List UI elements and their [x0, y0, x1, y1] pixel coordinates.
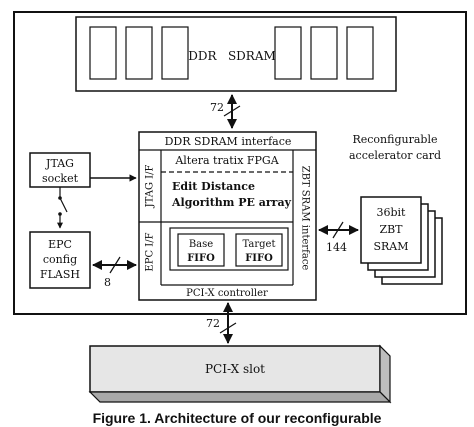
epc-config-flash — [29, 231, 91, 289]
jtag-socket — [29, 152, 91, 188]
zbt-line1: 36bit — [377, 206, 407, 219]
epc-if-label: EPC I/F — [145, 232, 156, 271]
zbt-sram-interface-label: ZBT SRAM interface — [300, 166, 311, 271]
epc-line2: config — [43, 253, 77, 266]
jtag-socket-line2: socket — [42, 172, 79, 185]
target-fifo — [235, 233, 283, 267]
pci-x-slot-label: PCI-X slot — [205, 362, 265, 376]
zbt-sram-stack: 36bit ZBT SRAM — [360, 196, 443, 285]
jtag-socket-line1: JTAG — [45, 157, 74, 170]
figure-caption: Figure 1. Architecture of our reconfigur… — [92, 410, 382, 426]
pe-array-label-line1: Edit Distance — [172, 180, 255, 193]
fpga-chip — [138, 131, 317, 301]
card-label-line1: Reconfigurable — [352, 133, 437, 146]
zbt-line3: SRAM — [373, 240, 408, 253]
zbt-bus-width: 144 — [326, 241, 347, 254]
dram-chip — [274, 26, 302, 80]
base-fifo — [177, 233, 225, 267]
pci-x-controller-label: PCI-X controller — [186, 288, 268, 299]
dram-chip — [125, 26, 153, 80]
base-fifo-line1: Base — [189, 239, 213, 250]
ddr-sdram-label: DDR SDRAM — [188, 49, 276, 63]
target-fifo-line2: FIFO — [245, 253, 273, 264]
zbt-line2: ZBT — [379, 223, 403, 236]
epc-bus-arrow: 8 — [92, 256, 137, 289]
epc-line3: FLASH — [40, 268, 80, 281]
dram-chip — [161, 26, 189, 80]
epc-bus-width: 8 — [104, 276, 111, 289]
pci-bus-arrow: 72 — [206, 302, 237, 344]
pe-array-label-line2: Algorithm PE array — [171, 196, 292, 209]
pci-bus-width: 72 — [206, 317, 220, 330]
fpga-title: Altera tratix FPGA — [174, 154, 279, 167]
pci-x-slot: PCI-X slot — [88, 344, 392, 404]
ddr-sdram-module: DDR SDRAM — [75, 16, 397, 92]
dram-chip — [346, 26, 374, 80]
jtag-if-label: JTAG I/F — [145, 165, 156, 209]
jtag-epc-switch — [57, 187, 68, 229]
target-fifo-line1: Target — [243, 239, 276, 250]
zbt-bus-arrow: 144 — [318, 221, 359, 254]
dram-chip — [310, 26, 338, 80]
ddr-bus-width: 72 — [210, 101, 224, 114]
ddr-sdram-interface-label: DDR SDRAM interface — [165, 135, 292, 148]
card-label-line2: accelerator card — [349, 149, 441, 162]
dram-chip — [89, 26, 117, 80]
epc-line1: EPC — [48, 238, 72, 251]
ddr-bus-arrow: 72 — [210, 94, 241, 129]
zbt-sram-chip — [360, 196, 422, 264]
base-fifo-line2: FIFO — [187, 253, 215, 264]
